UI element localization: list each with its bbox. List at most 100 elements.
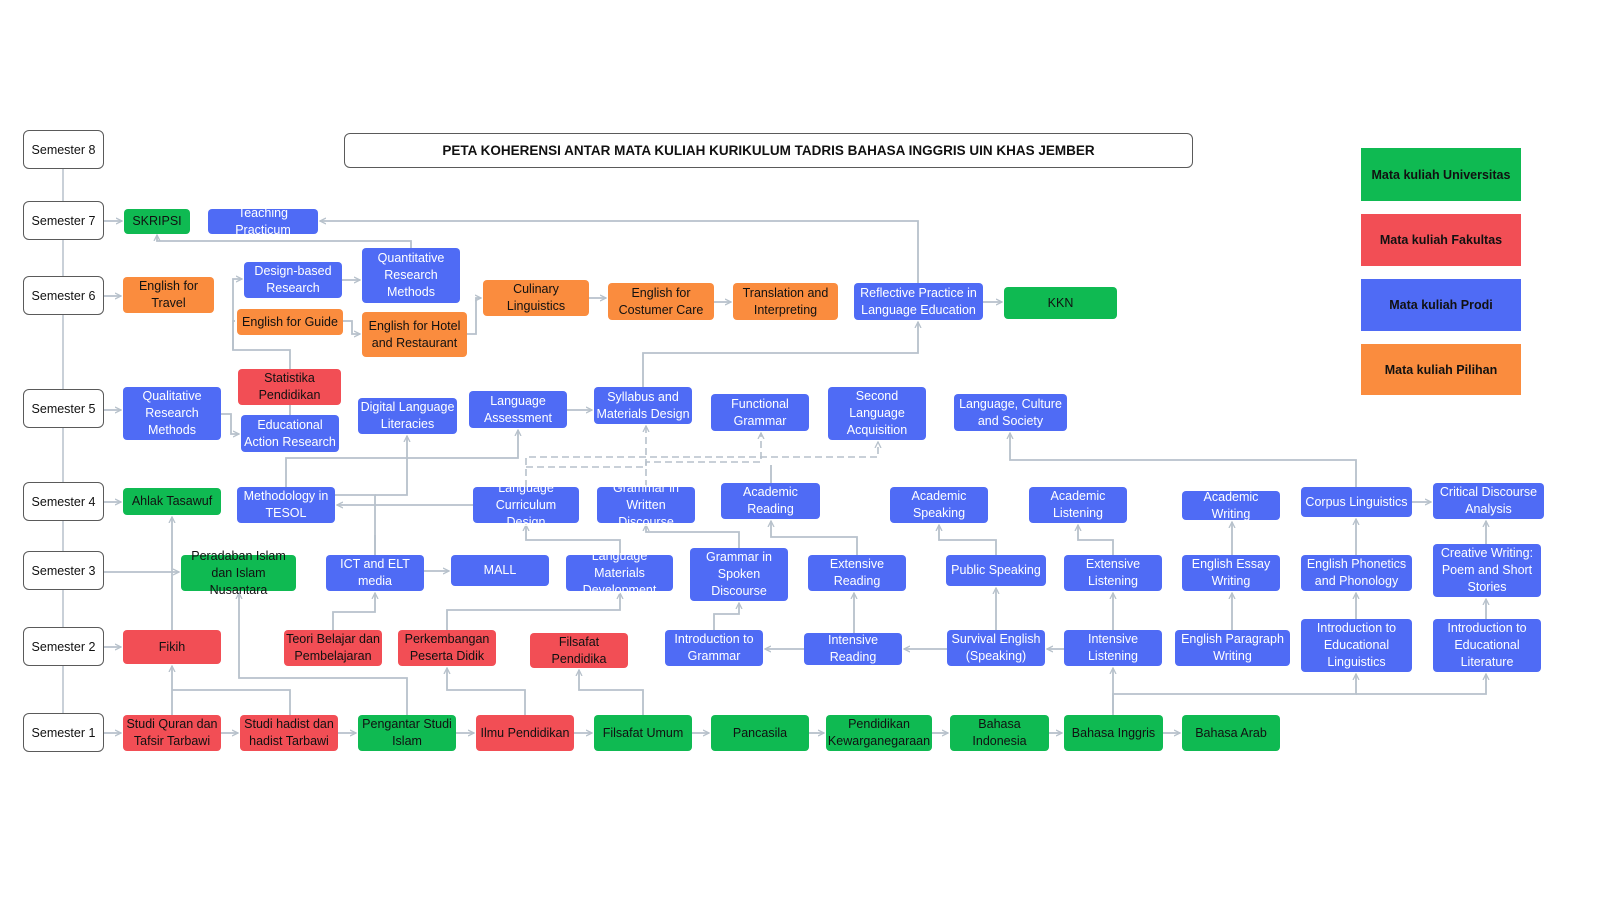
course-studi-hadist: Studi hadist dan hadist Tarbawi	[240, 715, 338, 751]
course-syllabus-and-materials-design: Syllabus and Materials Design	[594, 387, 692, 424]
course-statistika-pendidikan: Statistika Pendidikan	[238, 369, 341, 405]
course-introduction-to-grammar: Introduction to Grammar	[665, 630, 763, 666]
connector-45	[939, 525, 997, 555]
course-english-phonetics-phonology: English Phonetics and Phonology	[1301, 555, 1412, 591]
course-academic-listening: Academic Listening	[1029, 487, 1127, 523]
connector-56	[645, 433, 761, 487]
legend-pilihan: Mata kuliah Pilihan	[1361, 344, 1521, 395]
course-qualitative-research-methods: Qualitative Research Methods	[123, 387, 221, 440]
course-pengantar-studi-islam: Pengantar Studi Islam	[358, 715, 456, 751]
course-functional-grammar: Functional Grammar	[711, 394, 809, 431]
course-creative-writing: Creative Writing: Poem and Short Stories	[1433, 544, 1541, 597]
connector-27	[332, 593, 375, 630]
course-english-essay-writing: English Essay Writing	[1182, 555, 1280, 591]
course-grammar-in-written-discourse: Grammar in Written Discourse	[597, 481, 695, 529]
course-extensive-listening: Extensive Listening	[1064, 555, 1162, 591]
connector-29	[713, 603, 739, 630]
connector-24	[1356, 674, 1486, 695]
connector-54	[525, 442, 878, 487]
course-ahlak-tasawuf: Ahlak Tasawuf	[123, 488, 221, 515]
course-design-based-research: Design-based Research	[244, 262, 342, 298]
connector-62	[232, 320, 235, 350]
semester-7-label: Semester 7	[23, 201, 104, 240]
course-english-for-hotel: English for Hotel and Restaurant	[362, 312, 467, 357]
course-language-assessment: Language Assessment	[469, 391, 567, 428]
course-filsafat-pendidikan: Filsafat Pendidika	[530, 633, 628, 668]
semester-1-label: Semester 1	[23, 713, 104, 752]
course-corpus-linguistics: Corpus Linguistics	[1301, 487, 1412, 517]
legend-fakultas: Mata kuliah Fakultas	[1361, 214, 1521, 266]
course-english-paragraph-writing: English Paragraph Writing	[1175, 630, 1290, 666]
connector-40	[335, 494, 376, 555]
legend-universitas: Mata kuliah Universitas	[1361, 148, 1521, 201]
connector-28	[446, 593, 620, 630]
diagram-title: PETA KOHERENSI ANTAR MATA KULIAH KURIKUL…	[344, 133, 1193, 168]
semester-2-label: Semester 2	[23, 627, 104, 666]
course-perkembangan-peserta-didik: Perkembangan Peserta Didik	[398, 630, 496, 666]
course-pancasila: Pancasila	[711, 715, 809, 751]
connector-44	[771, 521, 858, 555]
connector-43	[646, 525, 740, 548]
semester-3-label: Semester 3	[23, 551, 104, 590]
course-intensive-reading: Intensive Reading	[804, 633, 902, 665]
course-english-for-guide: English for Guide	[237, 309, 343, 335]
semester-5-label: Semester 5	[23, 389, 104, 428]
course-filsafat-umum: Filsafat Umum	[594, 715, 692, 751]
connector-68	[467, 298, 481, 335]
course-culinary-linguistics: Culinary Linguistics	[483, 280, 589, 316]
connector-52	[285, 430, 518, 487]
course-fikih: Fikih	[123, 630, 221, 664]
connector-25	[239, 593, 408, 715]
connector-64	[642, 322, 918, 387]
legend-prodi: Mata kuliah Prodi	[1361, 279, 1521, 331]
connector-72	[320, 221, 919, 283]
course-bahasa-indonesia: Bahasa Indonesia	[950, 715, 1049, 751]
course-academic-speaking: Academic Speaking	[890, 487, 988, 523]
course-bahasa-inggris: Bahasa Inggris	[1064, 715, 1163, 751]
connector-19	[172, 689, 291, 715]
course-academic-reading: Academic Reading	[721, 483, 820, 519]
connector-21	[579, 670, 644, 715]
course-survival-english: Survival English (Speaking)	[947, 630, 1045, 666]
course-academic-writing: Academic Writing	[1182, 490, 1280, 521]
course-language-materials-development: Language Materials Development	[566, 549, 673, 597]
course-language-culture-society: Language, Culture and Society	[954, 394, 1067, 431]
connector-53	[375, 436, 407, 496]
course-extensive-reading: Extensive Reading	[808, 555, 906, 591]
semester-6-label: Semester 6	[23, 276, 104, 315]
course-public-speaking: Public Speaking	[946, 555, 1046, 586]
semester-4-label: Semester 4	[23, 482, 104, 521]
course-methodology-in-tesol: Methodology in TESOL	[237, 487, 335, 523]
course-critical-discourse-analysis: Critical Discourse Analysis	[1433, 483, 1544, 519]
connector-67	[157, 235, 412, 248]
course-teori-belajar: Teori Belajar dan Pembelajaran	[284, 630, 382, 666]
connector-42	[526, 525, 621, 555]
course-language-curriculum-design: Language Curriculum Design	[473, 481, 579, 529]
course-english-for-costumer-care: English for Costumer Care	[608, 283, 714, 320]
course-quantitative-research-methods: Quantitative Research Methods	[362, 248, 460, 303]
course-english-for-travel: English for Travel	[123, 277, 214, 313]
semester-8-label: Semester 8	[23, 130, 104, 169]
course-peradaban-islam: Peradaban Islam dan Islam Nusantara	[181, 549, 296, 597]
course-ilmu-pendidikan: Ilmu Pendidikan	[476, 715, 574, 751]
course-intensive-listening: Intensive Listening	[1064, 630, 1162, 666]
course-second-language-acquisition: Second Language Acquisition	[828, 387, 926, 440]
course-bahasa-arab: Bahasa Arab	[1182, 715, 1280, 751]
course-translation-and-interpreting: Translation and Interpreting	[733, 283, 838, 320]
connector-20	[447, 668, 526, 715]
course-ict-and-elt-media: ICT and ELT media	[326, 555, 424, 591]
connector-23	[1112, 674, 1356, 713]
course-pendidikan-kewarganegaraan: Pendidikan Kewarganegaraan	[826, 715, 932, 751]
connector-46	[1078, 525, 1114, 555]
course-intro-educational-literature: Introduction to Educational Literature	[1433, 619, 1541, 672]
course-digital-language-literacies: Digital Language Literacies	[358, 398, 457, 434]
connector-66	[343, 320, 360, 334]
course-grammar-in-spoken-discourse: Grammar in Spoken Discourse	[690, 548, 788, 601]
course-teaching-practicum: Teaching Practicum	[208, 206, 318, 237]
connector-59	[221, 413, 239, 434]
course-studi-quran: Studi Quran dan Tafsir Tarbawi	[123, 715, 221, 751]
course-reflective-practice: Reflective Practice in Language Educatio…	[854, 283, 983, 320]
course-intro-educational-linguistics: Introduction to Educational Linguistics	[1301, 619, 1412, 672]
course-kkn: KKN	[1004, 287, 1117, 319]
course-educational-action-research: Educational Action Research	[241, 415, 339, 452]
